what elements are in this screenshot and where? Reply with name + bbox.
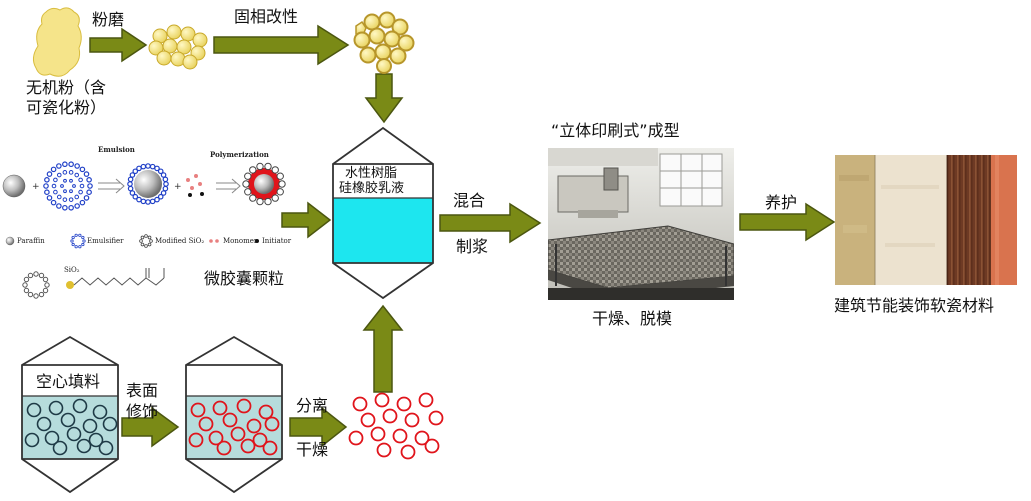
- arrow-solid-modification: [213, 24, 350, 66]
- label-tank-emulsion: 硅橡胶乳液: [339, 181, 405, 196]
- legend-initiator-label: Initiator: [262, 237, 292, 245]
- label-grinding: 粉磨: [92, 10, 125, 29]
- label-inorganic-powder-line2: 可瓷化粉）: [26, 98, 107, 117]
- label-dry: 干燥: [296, 440, 329, 459]
- surface-modified-tank: [185, 335, 283, 494]
- label-hollow-filler: 空心填料: [36, 372, 101, 391]
- modified-sio2-structure: [22, 268, 165, 299]
- emulsifier-cluster-icon: [43, 161, 93, 211]
- arrow-surface-modification: [121, 406, 180, 448]
- arrow-mixing: [439, 202, 542, 244]
- svg-text:+: +: [174, 182, 182, 192]
- label-chem-sio2: SiO₂: [64, 266, 80, 274]
- label-microcapsule: 微胶囊颗粒: [204, 269, 285, 288]
- microcapsule-schematic: + +: [2, 161, 286, 211]
- label-modification: 修饰: [126, 402, 159, 421]
- dried-modified-filler-particles: [348, 392, 444, 460]
- label-inorganic-powder-line1: 无机粉（含: [26, 78, 107, 97]
- label-solid-modification: 固相改性: [234, 7, 299, 26]
- label-tank-resin: 水性树脂: [345, 166, 398, 181]
- legend-emulsifier-icon: [70, 233, 86, 249]
- arrow-up-to-tank: [362, 304, 404, 393]
- arrow-down-to-tank: [364, 73, 404, 124]
- label-drying-demolding: 干燥、脱模: [592, 309, 673, 328]
- arrow-separate-dry: [289, 406, 348, 448]
- label-curing: 养护: [765, 193, 798, 212]
- label-mixing: 混合: [453, 191, 486, 210]
- ground-powder-cluster: [148, 24, 208, 70]
- label-polymerization: Polymerization: [210, 150, 269, 159]
- svg-text:+: +: [32, 182, 40, 192]
- modified-filler-particles: [188, 398, 280, 456]
- microcapsule-legend: [5, 233, 259, 249]
- legend-monomer-label: Monomer: [223, 237, 258, 245]
- label-emulsion: Emulsion: [98, 145, 135, 154]
- label-separate: 分离: [296, 396, 329, 415]
- label-final-product: 建筑节能装饰软瓷材料: [834, 296, 995, 315]
- soft-porcelain-samples-photo: [835, 155, 1017, 285]
- label-surface: 表面: [126, 381, 159, 400]
- paraffin-sphere: [2, 174, 26, 198]
- legend-paraffin-label: Paraffin: [17, 237, 45, 245]
- forming-line-photo: [548, 148, 734, 300]
- arrow-microcapsule-to-tank: [281, 201, 332, 239]
- emulsion-droplet: [127, 163, 169, 205]
- legend-modified-sio2-icon: [139, 234, 153, 248]
- legend-modified-sio2-label: Modified SiO₂: [155, 237, 205, 245]
- inorganic-powder-lump: [32, 7, 82, 77]
- hollow-filler-particles: [24, 398, 118, 456]
- label-slurry: 制浆: [456, 237, 489, 256]
- microcapsule-particle: [242, 162, 286, 206]
- arrow-grinding: [89, 27, 148, 63]
- main-mixing-tank: [332, 126, 434, 300]
- arrow-curing: [739, 202, 836, 242]
- hollow-filler-tank: [21, 335, 119, 494]
- legend-emulsifier-label: Emulsifier: [87, 237, 124, 245]
- modified-powder-cluster: [353, 11, 415, 74]
- monomer-initiator-mix: [186, 174, 204, 197]
- label-forming-title: “立体印刷式”成型: [551, 121, 680, 140]
